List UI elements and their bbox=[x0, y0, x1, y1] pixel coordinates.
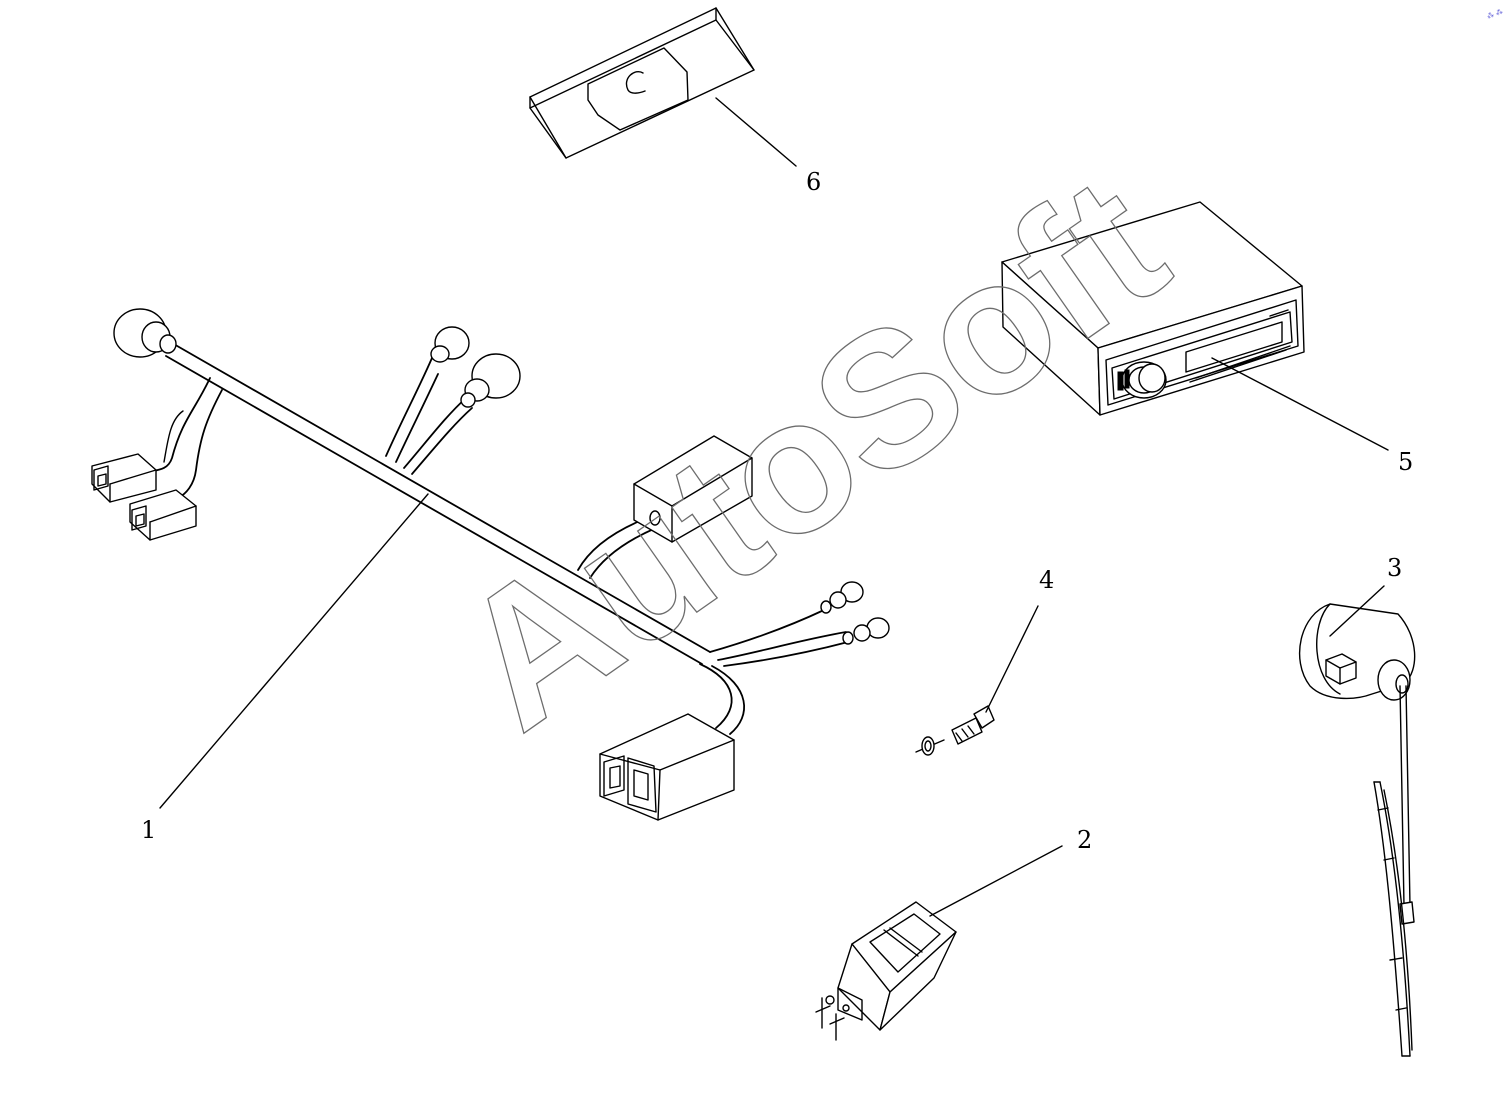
wiper-assembly-part bbox=[1298, 603, 1416, 1057]
corner-mark: ⁂ ⁂ bbox=[1486, 8, 1504, 21]
callout-4: 4 bbox=[985, 566, 1054, 713]
wiring-harness-part bbox=[91, 308, 890, 821]
callout-6: 6 bbox=[715, 97, 821, 196]
callout-3: 3 bbox=[1329, 554, 1402, 637]
bolt-washer-part bbox=[915, 705, 995, 756]
callout-label-1: 1 bbox=[141, 816, 156, 844]
callout-1: 1 bbox=[141, 493, 429, 844]
callout-label-4: 4 bbox=[1039, 566, 1054, 594]
car-radio-part bbox=[1001, 201, 1305, 416]
callout-label-2: 2 bbox=[1077, 826, 1092, 854]
watermark-text: AutoSoft bbox=[422, 136, 1201, 770]
rocker-switch-part bbox=[815, 901, 957, 1041]
mounting-bracket-part bbox=[529, 7, 755, 159]
callout-label-5: 5 bbox=[1398, 448, 1413, 476]
callout-label-6: 6 bbox=[806, 168, 821, 196]
callout-label-3: 3 bbox=[1387, 554, 1402, 582]
callout-2: 2 bbox=[929, 826, 1092, 917]
callout-5: 5 bbox=[1211, 357, 1413, 476]
